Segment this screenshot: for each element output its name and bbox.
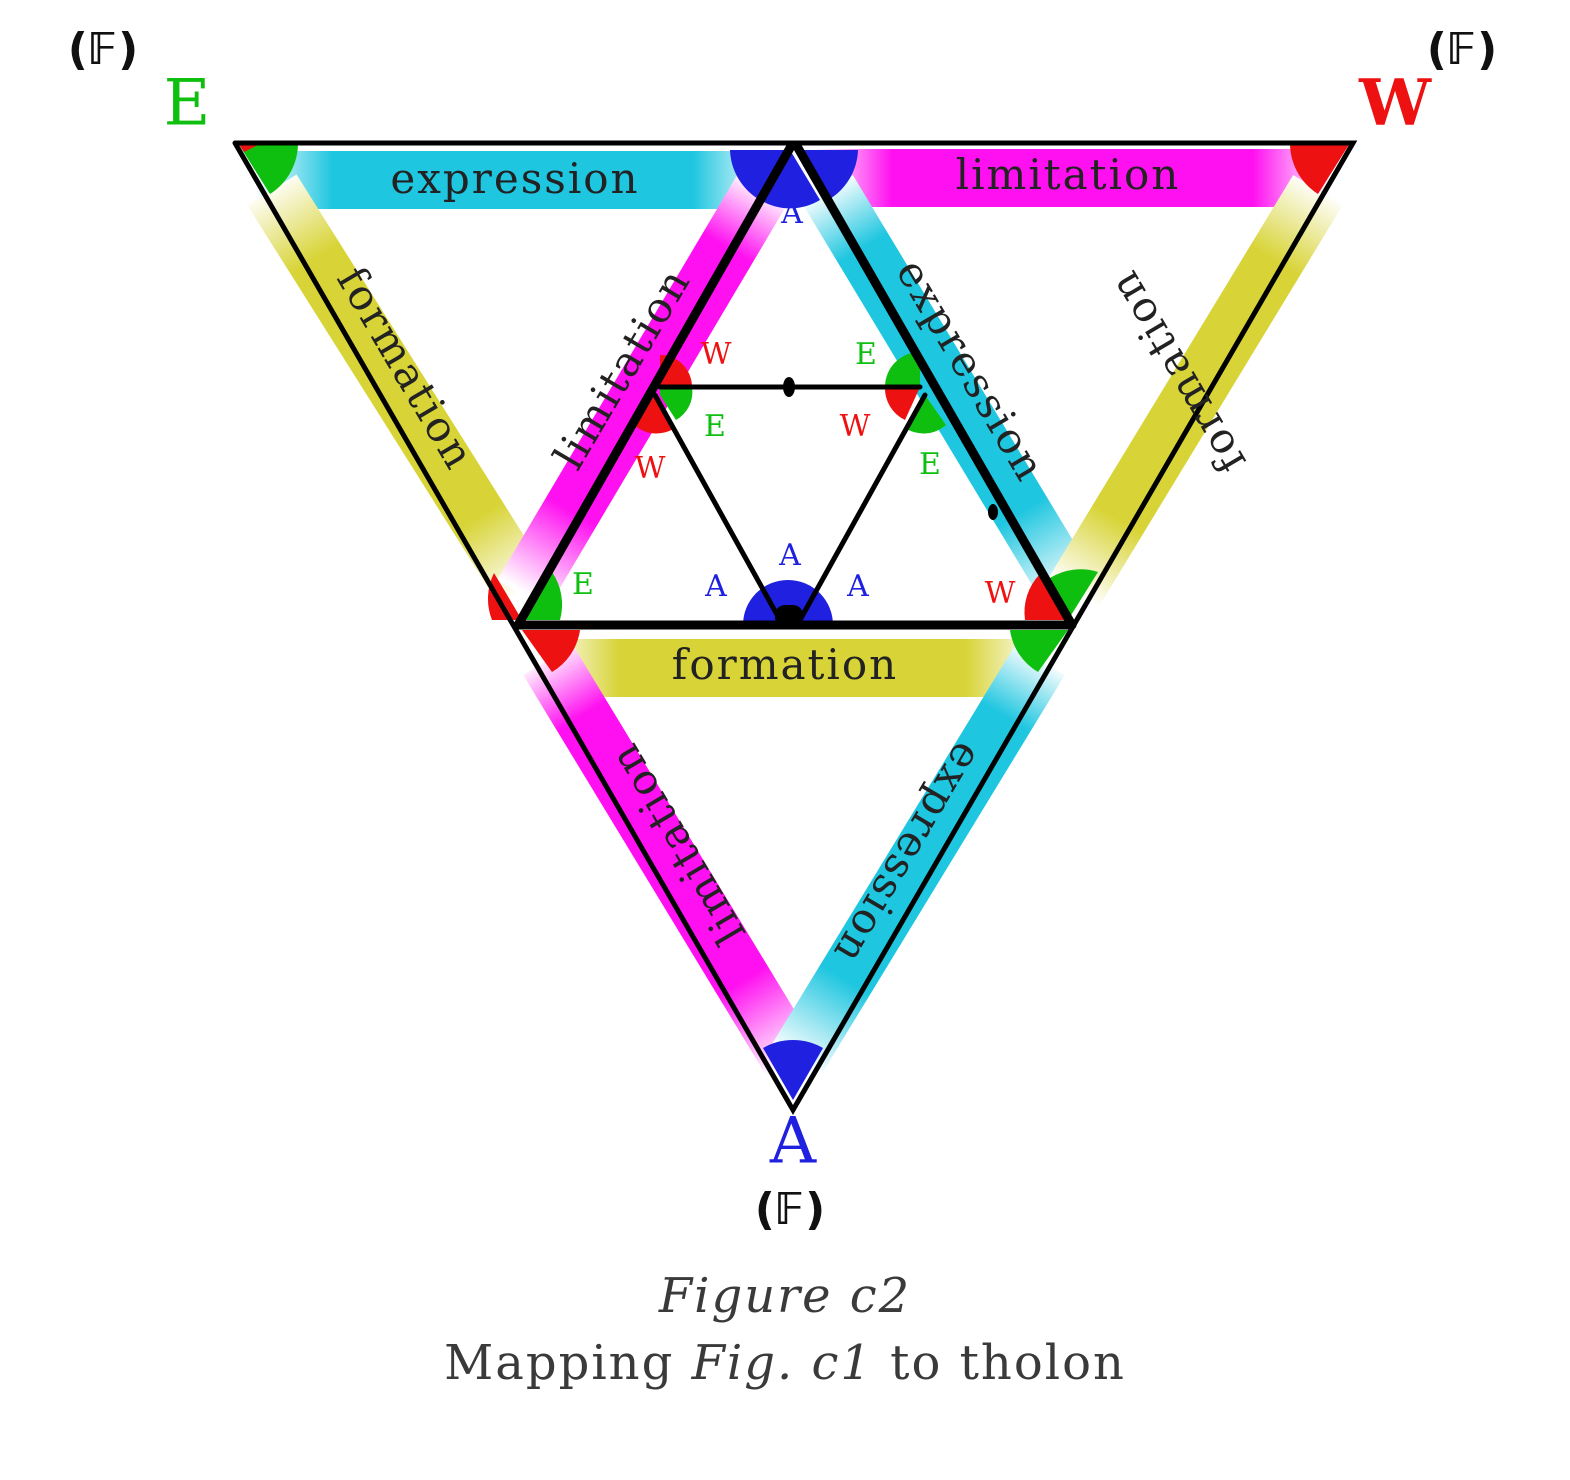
label-apex-a: A — [780, 196, 803, 231]
marker-e-below-right — [1010, 630, 1068, 672]
marker-inner-w3 — [884, 387, 920, 420]
vertex-labels: E (𝔽) W (𝔽) A (𝔽) — [68, 24, 1497, 1235]
label-lower-right-e: E — [919, 447, 941, 482]
marker-a-top-middle — [760, 150, 820, 209]
figure-caption-title: Figure c2 — [658, 1268, 912, 1324]
marker-inner-e1 — [660, 387, 693, 420]
inner-line-left — [652, 392, 783, 623]
label-upper-left-e: E — [704, 409, 726, 444]
label-upper-left-w: W — [701, 337, 732, 372]
vertex-w-fmark: (𝔽) — [1427, 24, 1497, 75]
label-expression-bottom: expression — [824, 734, 993, 974]
caption-prefix: Mapping — [444, 1335, 692, 1391]
band-formation-left — [247, 174, 552, 611]
vertex-w-letter: W — [1358, 66, 1432, 141]
marker-a-top-middle-right — [798, 150, 858, 200]
inner-dot-right — [988, 504, 998, 520]
label-lower-left-w: W — [635, 451, 666, 486]
band-formation-right — [1047, 174, 1343, 611]
marker-inner-e2 — [885, 352, 920, 387]
marker-w-mid-left — [487, 573, 522, 620]
inner-base-knot — [775, 605, 803, 627]
label-bottom-left-e: E — [572, 567, 594, 602]
band-limitation-inner-left — [497, 175, 787, 610]
label-expression-top-left: expression — [390, 154, 639, 203]
label-center-a-right: A — [846, 569, 869, 604]
band-expression-bottom — [770, 644, 1065, 1078]
label-formation-bottom: formation — [672, 640, 898, 689]
label-center-a-top: A — [778, 538, 801, 573]
inner-line-right — [797, 392, 928, 623]
label-center-a-left: A — [704, 569, 727, 604]
inner-dot-top — [783, 377, 795, 397]
caption-suffix: to tholon — [872, 1335, 1126, 1391]
corner-markers — [238, 143, 1350, 1100]
outline — [232, 140, 1358, 1115]
marker-a-top-middle-left — [730, 150, 790, 200]
label-upper-right-w: W — [840, 409, 871, 444]
marker-a-bottom — [763, 1039, 823, 1100]
marker-inner-e3 — [905, 395, 946, 434]
figure-caption-subtitle: Mapping Fig. c1 to tholon — [0, 1335, 1570, 1391]
band-expression-inner-right — [803, 175, 1097, 610]
central-triangle-left — [513, 143, 795, 630]
vertex-a-letter: A — [769, 1105, 817, 1179]
marker-w-below-left — [522, 630, 580, 672]
band-limitation-bottom — [523, 644, 817, 1078]
marker-e-top-left — [238, 143, 299, 194]
inner-letter-labels: A W E W E W E A A A E W — [572, 196, 1016, 611]
label-upper-right-e: E — [855, 337, 877, 372]
vertex-e-letter: E — [164, 67, 211, 141]
bands — [247, 149, 1343, 1078]
central-triangle-right — [793, 143, 1077, 630]
label-limitation-top-right: limitation — [956, 150, 1181, 199]
vertex-a-fmark: (𝔽) — [755, 1184, 825, 1235]
marker-w-mid-right — [1024, 574, 1068, 620]
marker-w-top-right — [1289, 143, 1350, 194]
marker-e-mid-right — [1050, 569, 1098, 620]
vertex-e-fmark: (𝔽) — [68, 24, 138, 75]
label-bottom-right-w: W — [985, 576, 1016, 611]
marker-inner-w2 — [634, 395, 675, 434]
caption-figure-reference: Fig. c1 — [691, 1335, 873, 1391]
